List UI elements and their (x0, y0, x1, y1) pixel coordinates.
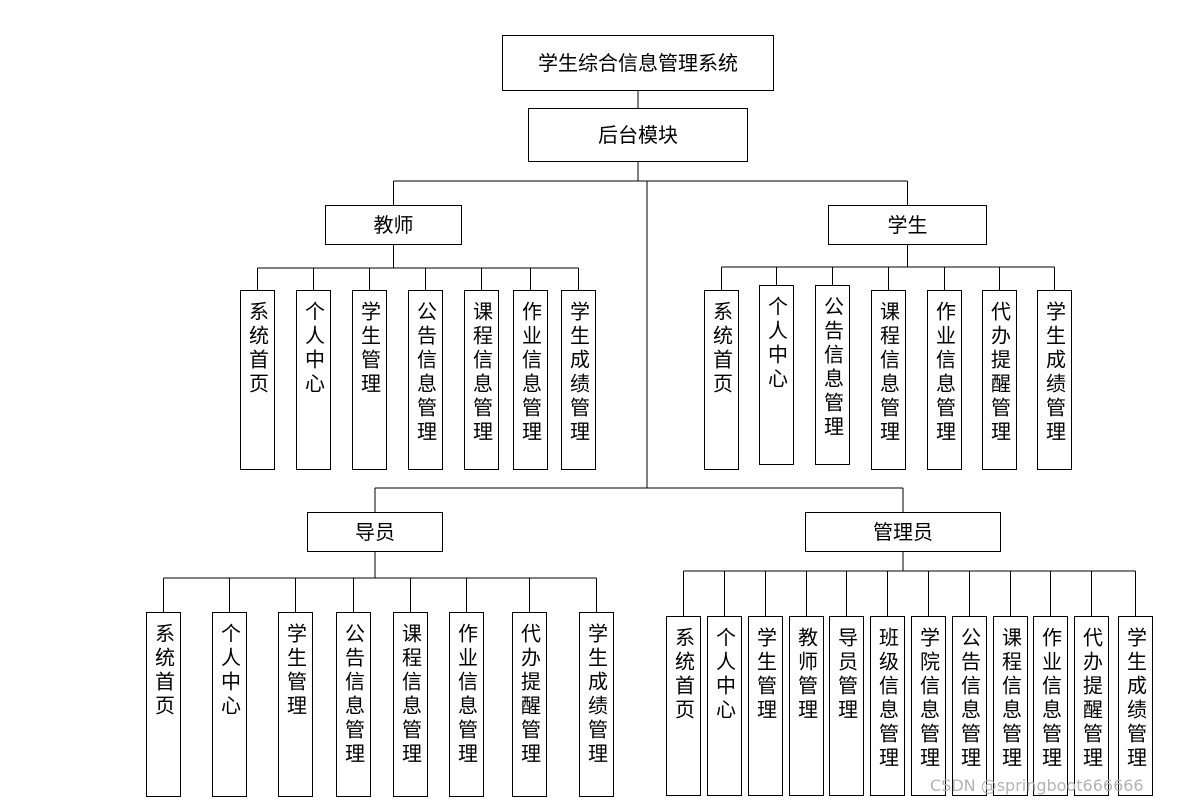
leaf-node: 课程信息管理 (464, 290, 499, 470)
leaf-label: 系统首页 (245, 301, 270, 397)
leaf-label: 公告信息管理 (820, 296, 845, 440)
leaf-node: 代办提醒管理 (1074, 616, 1109, 796)
leaf-node: 系统首页 (704, 290, 739, 470)
leaf-label: 代办提醒管理 (987, 301, 1012, 445)
leaf-node: 作业信息管理 (927, 290, 962, 470)
group-label: 教师 (373, 213, 414, 237)
leaf-label: 课程信息管理 (876, 301, 901, 445)
leaf-label: 作业信息管理 (518, 301, 543, 445)
leaf-label: 作业信息管理 (454, 623, 479, 767)
leaf-node: 公告信息管理 (336, 612, 371, 797)
leaf-node: 公告信息管理 (952, 616, 987, 796)
leaf-label: 学生成绩管理 (1042, 301, 1067, 445)
leaf-label: 班级信息管理 (875, 627, 900, 771)
leaf-label: 系统首页 (709, 301, 734, 397)
leaf-label: 公告信息管理 (957, 627, 982, 771)
leaf-label: 作业信息管理 (932, 301, 957, 445)
group-label: 管理员 (873, 520, 933, 544)
leaf-label: 个人中心 (764, 296, 789, 392)
leaf-node: 课程信息管理 (871, 290, 906, 470)
group-label: 学生 (887, 213, 928, 237)
leaf-label: 学生管理 (283, 623, 308, 719)
leaf-node: 课程信息管理 (393, 612, 428, 797)
leaf-label: 代办提醒管理 (1079, 627, 1104, 771)
leaf-node: 学院信息管理 (911, 616, 946, 796)
watermark: CSDN @springboot666666 (930, 776, 1144, 795)
leaf-node: 系统首页 (240, 290, 275, 470)
leaf-label: 公告信息管理 (413, 301, 438, 445)
module-node: 后台模块 (528, 108, 748, 162)
leaf-node: 作业信息管理 (449, 612, 484, 797)
leaf-label: 课程信息管理 (469, 301, 494, 445)
leaf-node: 作业信息管理 (1033, 616, 1068, 796)
leaf-label: 学生成绩管理 (566, 301, 591, 445)
leaf-node: 导员管理 (829, 616, 864, 796)
leaf-node: 学生成绩管理 (561, 290, 596, 470)
leaf-label: 教师管理 (794, 627, 819, 723)
leaf-node: 学生管理 (352, 290, 387, 470)
leaf-node: 个人中心 (296, 290, 331, 470)
leaf-node: 学生成绩管理 (1118, 616, 1153, 796)
leaf-label: 个人中心 (712, 627, 737, 723)
leaf-label: 导员管理 (834, 627, 859, 723)
leaf-label: 个人中心 (301, 301, 326, 397)
leaf-label: 课程信息管理 (398, 623, 423, 767)
leaf-label: 学生成绩管理 (584, 623, 609, 767)
leaf-label: 学生管理 (753, 627, 778, 723)
leaf-label: 公告信息管理 (341, 623, 366, 767)
group-label: 导员 (355, 520, 395, 544)
leaf-label: 系统首页 (671, 627, 696, 723)
leaf-node: 代办提醒管理 (982, 290, 1017, 470)
leaf-node: 学生管理 (278, 612, 313, 797)
group-node-3: 管理员 (805, 512, 1001, 552)
root-title-text: 学生综合信息管理系统 (538, 51, 738, 75)
leaf-label: 个人中心 (217, 623, 242, 719)
leaf-node: 学生管理 (748, 616, 783, 796)
leaf-node: 学生成绩管理 (1037, 290, 1072, 470)
leaf-label: 代办提醒管理 (517, 623, 542, 767)
leaf-node: 教师管理 (789, 616, 824, 796)
leaf-label: 系统首页 (151, 623, 176, 719)
leaf-label: 学生管理 (357, 301, 382, 397)
leaf-node: 系统首页 (666, 616, 701, 796)
group-node-0: 教师 (325, 205, 462, 245)
leaf-node: 个人中心 (212, 612, 247, 797)
group-node-2: 导员 (307, 512, 443, 552)
leaf-label: 学院信息管理 (916, 627, 941, 771)
leaf-label: 作业信息管理 (1038, 627, 1063, 771)
leaf-node: 课程信息管理 (993, 616, 1028, 796)
leaf-node: 公告信息管理 (408, 290, 443, 470)
leaf-label: 学生成绩管理 (1123, 627, 1148, 771)
group-node-1: 学生 (828, 205, 987, 245)
leaf-node: 学生成绩管理 (579, 612, 614, 797)
leaf-node: 作业信息管理 (513, 290, 548, 470)
module-text: 后台模块 (598, 123, 678, 147)
leaf-node: 代办提醒管理 (512, 612, 547, 797)
root-node-title: 学生综合信息管理系统 (502, 35, 774, 91)
leaf-node: 班级信息管理 (870, 616, 905, 796)
leaf-node: 公告信息管理 (815, 285, 850, 465)
leaf-node: 个人中心 (707, 616, 742, 796)
leaf-label: 课程信息管理 (998, 627, 1023, 771)
leaf-node: 个人中心 (759, 285, 794, 465)
leaf-node: 系统首页 (146, 612, 181, 797)
